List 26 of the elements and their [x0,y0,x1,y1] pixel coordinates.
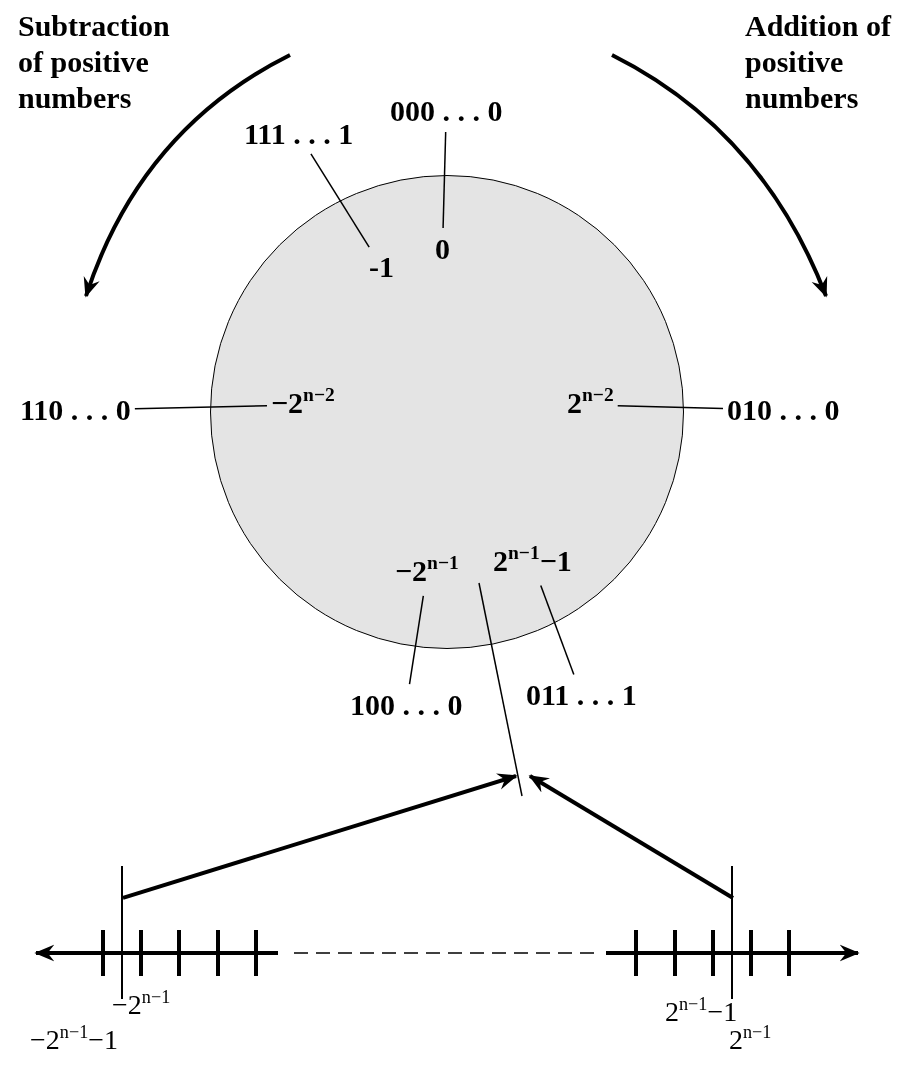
tick-label: −2$^{n−1}$−1 [30,1024,119,1057]
arrow [528,774,735,900]
leader-line [540,584,575,676]
value-label: -1 [369,250,394,284]
leader-line [134,405,268,410]
marker-line [121,866,123,999]
value-label: 2$^{n−1}$−1 [493,544,572,582]
value-label: 0 [435,232,450,266]
bit-pattern-label: 000 . . . 0 [390,94,503,128]
leader-line [310,153,370,248]
direction-heading: Subtraction of positive numbers [18,8,171,116]
bit-pattern-label: 010 . . . 0 [727,393,840,427]
leader-line [442,131,447,229]
tick-label: −2$^{n−1}$ [112,989,171,1022]
bit-pattern-label: 011 . . . 1 [526,678,637,712]
marker-line [731,866,733,999]
arrow [122,773,518,900]
bit-pattern-label: 111 . . . 1 [244,117,354,151]
bit-pattern-label: 100 . . . 0 [350,688,463,722]
direction-heading: Addition of positive numbers [745,8,893,116]
value-label: 2$^{n−2}$ [567,386,614,424]
value-label: −2$^{n−2}$ [271,386,335,424]
leader-line [616,404,724,410]
leader-line [408,595,425,685]
bit-pattern-label: 110 . . . 0 [20,393,131,427]
value-label: −2$^{n−1}$ [395,554,459,592]
